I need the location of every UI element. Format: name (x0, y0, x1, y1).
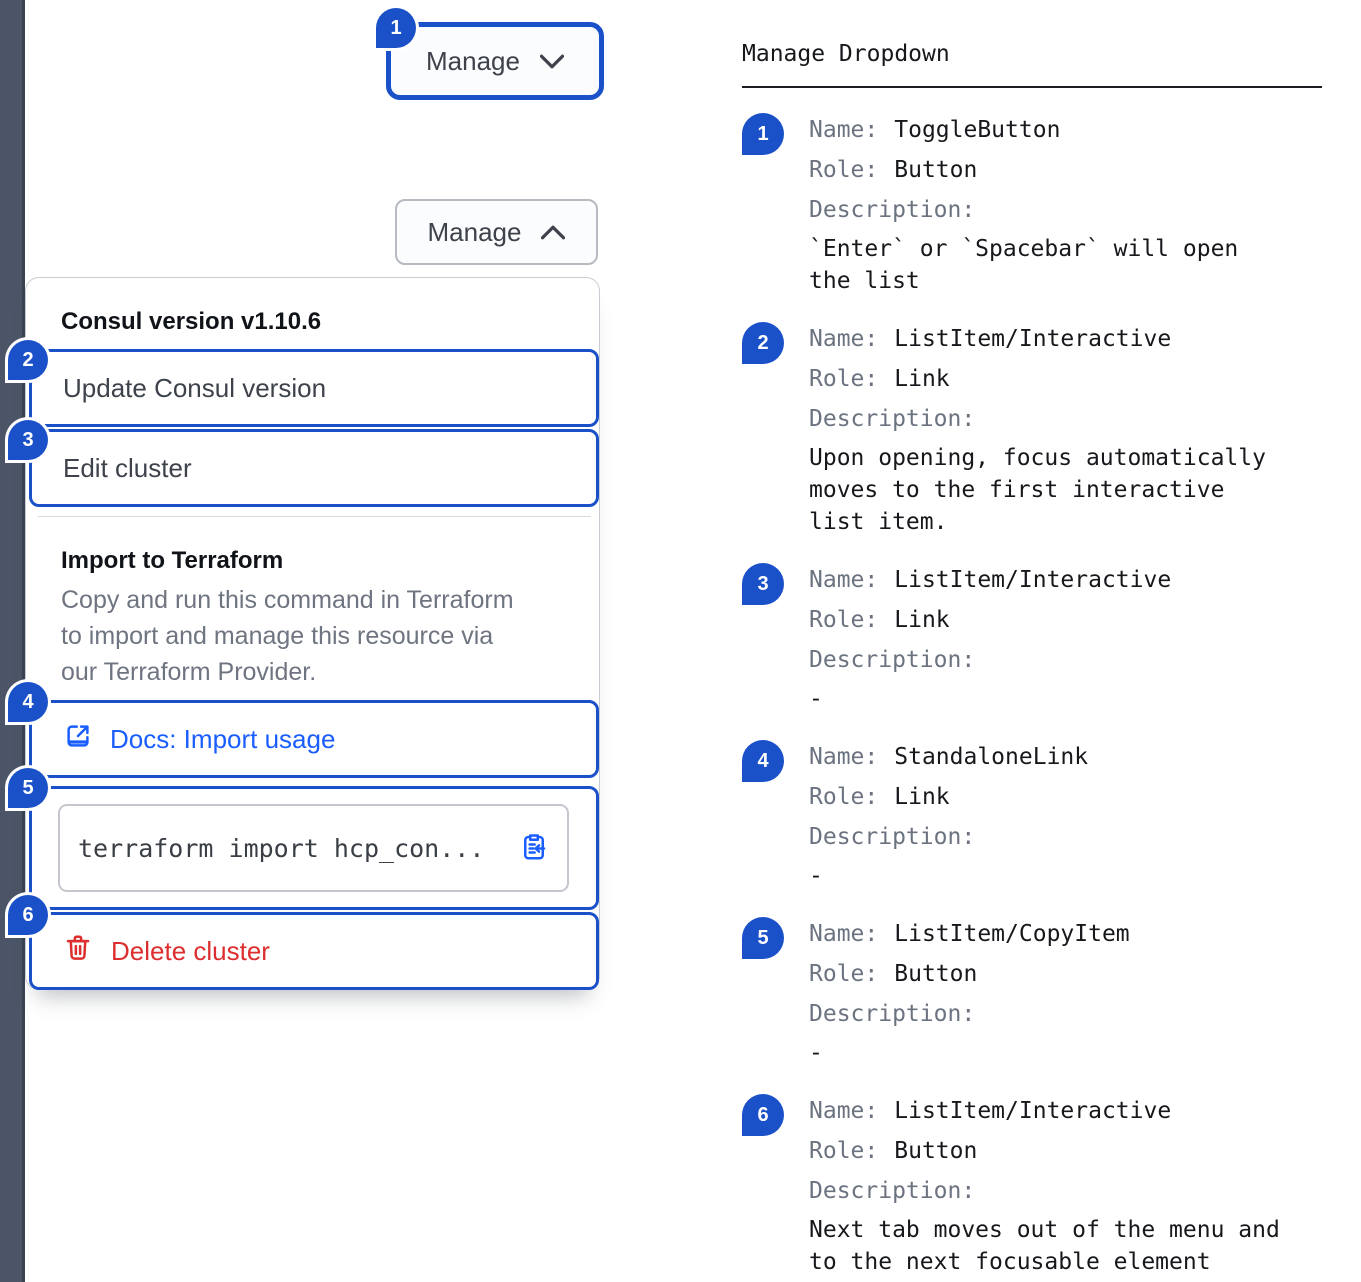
menu-item-update-consul-version[interactable]: Update Consul version (29, 349, 599, 427)
spec-badge-3: 3 (742, 563, 784, 605)
annotation-badge-1: 1 (376, 8, 416, 48)
name-value: ToggleButton (894, 117, 1061, 143)
spec-divider (742, 86, 1322, 88)
description-label: Description: (809, 1178, 976, 1204)
description-value: Upon opening, focus automatically moves … (809, 445, 1266, 535)
spec-badge-4: 4 (742, 740, 784, 782)
description-label: Description: (809, 197, 976, 223)
spec-entry: 2 Name: ListItem/Interactive Role: Link De… (742, 319, 1322, 538)
annotation-badge-4: 4 (8, 682, 48, 722)
chevron-up-icon (541, 225, 566, 240)
spec-panel: Manage Dropdown 1 Name: ToggleButton Role… (742, 38, 1322, 1282)
copy-command-field[interactable]: terraform import hcp_con... (58, 804, 569, 892)
spec-badge-2: 2 (742, 322, 784, 364)
menu-header-import-terraform: Import to Terraform (61, 547, 284, 574)
description-value: - (809, 686, 823, 712)
annotation-badge-5: 5 (8, 768, 48, 808)
annotation-badge-2: 2 (8, 340, 48, 380)
copy-button[interactable] (519, 832, 549, 865)
role-value: Button (894, 961, 978, 987)
spec-entry: 5 Name: ListItem/CopyItem Role: Button Des… (742, 914, 1322, 1069)
name-value: ListItem/Interactive (894, 326, 1172, 352)
import-description: Copy and run this command in Terraform t… (61, 586, 514, 686)
trash-icon (63, 933, 93, 970)
name-value: ListItem/CopyItem (894, 921, 1130, 947)
spec-badge-1: 1 (742, 113, 784, 155)
name-value: StandaloneLink (894, 744, 1089, 770)
name-label: Name: (809, 567, 879, 593)
description-label: Description: (809, 824, 976, 850)
manage-toggle-open-button[interactable]: Manage (395, 199, 598, 265)
role-label: Role: (809, 607, 879, 633)
external-link-icon (63, 721, 93, 758)
terraform-command-text: terraform import hcp_con... (78, 833, 485, 863)
name-label: Name: (809, 744, 879, 770)
menu-item-edit-cluster[interactable]: Edit cluster (29, 429, 599, 507)
annotation-badge-3: 3 (8, 420, 48, 460)
spec-title: Manage Dropdown (742, 41, 950, 67)
role-value: Link (894, 784, 950, 810)
description-value: Next tab moves out of the menu and to th… (809, 1217, 1280, 1275)
sidebar-strip (0, 0, 25, 1282)
role-label: Role: (809, 1138, 879, 1164)
delete-cluster-label: Delete cluster (111, 935, 270, 966)
spec-badge-5: 5 (742, 917, 784, 959)
description-label: Description: (809, 1001, 976, 1027)
spec-entry: 3 Name: ListItem/Interactive Role: Link De… (742, 560, 1322, 715)
manage-toggle-open-label: Manage (427, 216, 522, 247)
clipboard-copy-icon (519, 832, 549, 865)
docs-link-label: Docs: Import usage (110, 723, 336, 754)
menu-item-docs-import-usage[interactable]: Docs: Import usage (29, 700, 599, 778)
spec-entry: 6 Name:ListItem/Interactive Role:Button … (742, 1091, 1322, 1278)
role-value: Link (894, 366, 950, 392)
menu-item-label: Update Consul version (63, 372, 327, 403)
chevron-down-icon (539, 54, 564, 69)
description-value: - (809, 863, 823, 889)
name-value: ListItem/Interactive (894, 567, 1172, 593)
menu-header-consul-version: Consul version v1.10.6 (61, 308, 322, 335)
description-label: Description: (809, 647, 976, 673)
manage-toggle-label: Manage (426, 45, 520, 76)
name-value: ListItem/Interactive (894, 1098, 1172, 1124)
description-value: `Enter` or `Spacebar` will open the list (809, 236, 1239, 294)
description-value: - (809, 1040, 823, 1066)
annotation-badge-6: 6 (8, 895, 48, 935)
name-label: Name: (809, 921, 879, 947)
menu-item-label: Edit cluster (63, 452, 192, 483)
role-label: Role: (809, 784, 879, 810)
description-label: Description: (809, 406, 976, 432)
copy-command-item: terraform import hcp_con... (29, 786, 599, 910)
role-label: Role: (809, 157, 879, 183)
spec-entry: 1 Name: ToggleButton Role: Button Descript… (742, 110, 1322, 297)
name-label: Name: (809, 1098, 879, 1124)
spec-entry: 4 Name: StandaloneLink Role: Link Descript… (742, 737, 1322, 892)
manage-toggle-button[interactable]: Manage (386, 22, 604, 100)
spec-badge-6: 6 (742, 1094, 784, 1136)
role-value: Button (894, 157, 978, 183)
role-value: Link (894, 607, 950, 633)
menu-item-delete-cluster[interactable]: Delete cluster (29, 912, 599, 990)
role-value: Button (894, 1138, 978, 1164)
manage-dropdown-menu: Consul version v1.10.6 Update Consul ver… (25, 277, 600, 990)
menu-divider (38, 516, 591, 517)
name-label: Name: (809, 117, 879, 143)
name-label: Name: (809, 326, 879, 352)
role-label: Role: (809, 961, 879, 987)
role-label: Role: (809, 366, 879, 392)
